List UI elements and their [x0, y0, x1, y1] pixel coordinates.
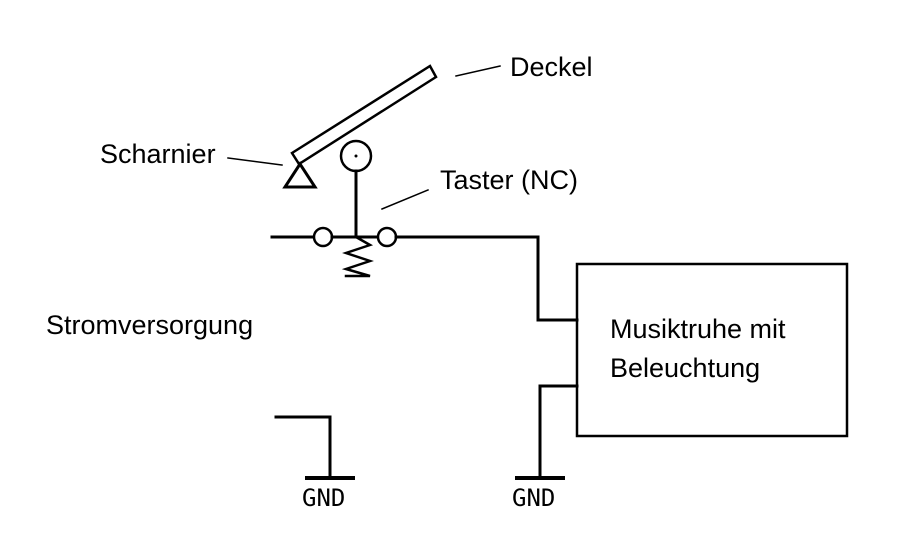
label-deckel: Deckel	[510, 52, 593, 82]
label-gnd-right: GND	[512, 484, 555, 512]
wire-supply-to-gnd	[274, 415, 332, 480]
hinge-leader	[227, 157, 283, 166]
wire-switch-to-box	[394, 235, 579, 322]
switch-contact-left	[312, 226, 334, 248]
hinge-triangle	[282, 161, 318, 189]
plunger-dot	[354, 154, 358, 158]
label-gnd-left: GND	[302, 484, 345, 512]
lid	[290, 64, 438, 166]
switch-contact-right	[376, 226, 398, 248]
musiktruhe-box	[575, 262, 849, 438]
label-scharnier: Scharnier	[100, 139, 216, 169]
label-taster: Taster (NC)	[440, 165, 578, 195]
label-musiktruhe-line2: Beleuchtung	[610, 353, 760, 383]
wire-box-to-gnd	[538, 384, 579, 480]
lid-leader	[455, 65, 501, 77]
label-stromversorgung: Stromversorgung	[46, 310, 253, 340]
taster-leader	[381, 189, 429, 210]
switch-spring	[341, 235, 374, 278]
label-musiktruhe-line1: Musiktruhe mit	[610, 314, 786, 344]
